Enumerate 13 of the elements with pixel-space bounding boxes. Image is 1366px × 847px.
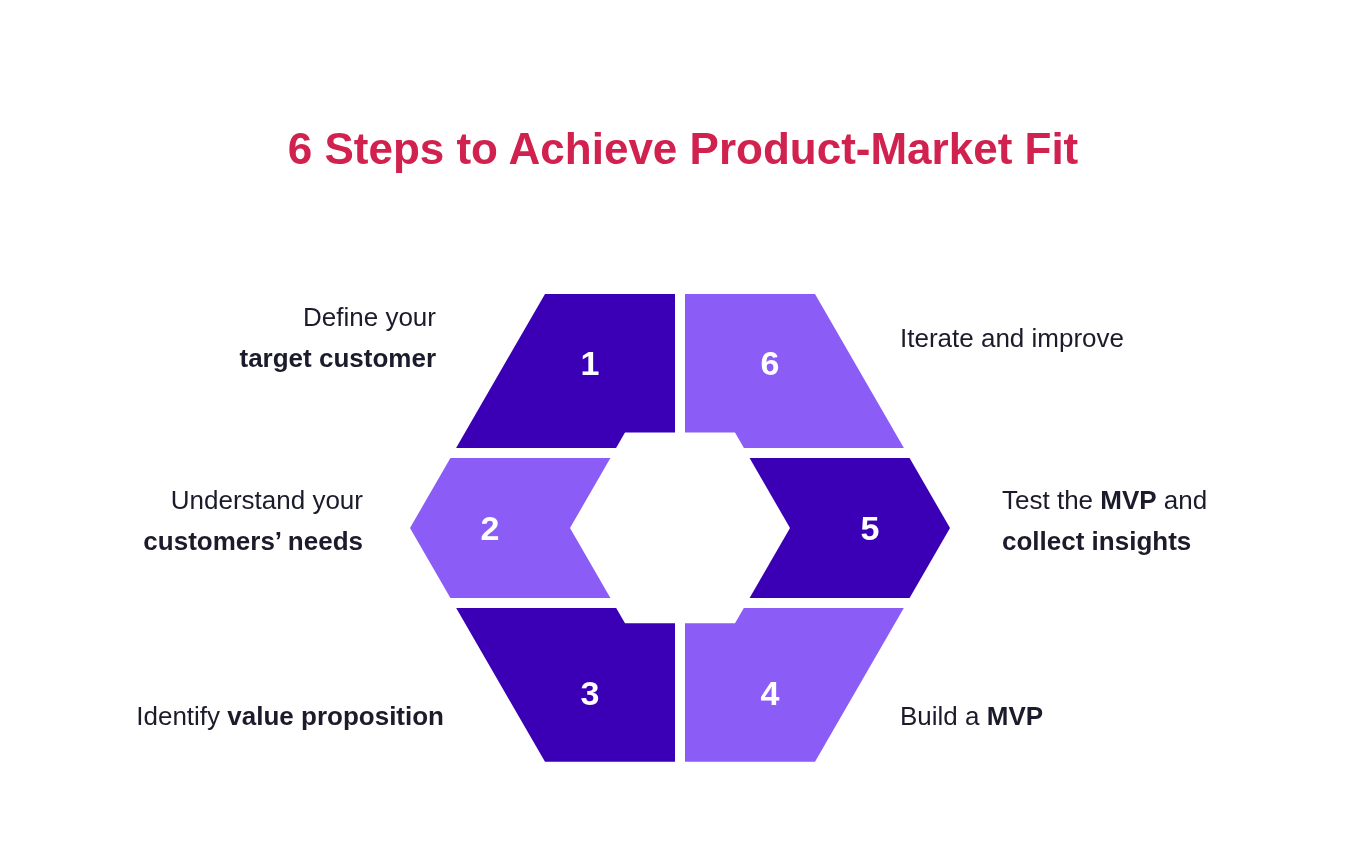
step-description: Identify value proposition — [135, 700, 444, 733]
title: 6 Steps to Achieve Product-Market Fit — [286, 124, 1080, 174]
step-description: Test the MVP and collect insights — [1002, 484, 1209, 558]
step-description: Iterate and improve — [900, 322, 1125, 355]
step-description: Define your target customer — [238, 301, 436, 375]
step-number: 5 — [860, 508, 880, 548]
step-number: 3 — [580, 673, 600, 713]
step-number: 4 — [760, 673, 780, 713]
step-number: 2 — [480, 508, 500, 548]
step-number: 1 — [580, 343, 600, 383]
step-description: Understand your customers’ needs — [142, 484, 363, 558]
step-number: 6 — [760, 343, 780, 383]
step-description: Build a MVP — [900, 700, 1045, 733]
